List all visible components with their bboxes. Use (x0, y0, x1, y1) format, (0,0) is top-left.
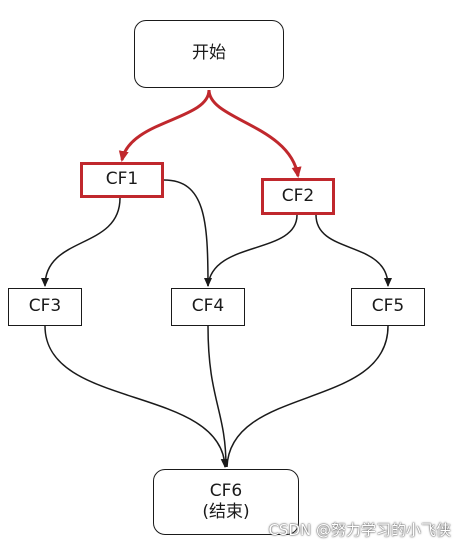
node-start-label: 开始 (192, 43, 226, 64)
edge-cf2-cf5 (315, 214, 392, 287)
node-cf5-label: CF5 (371, 296, 405, 317)
edge-cf3-cf6 (44, 325, 229, 468)
node-cf6-sublabel: (结束) (202, 502, 250, 522)
node-cf6: CF6 (结束) (153, 469, 299, 535)
node-cf4-label: CF4 (191, 296, 225, 317)
node-cf2-label: CF2 (281, 185, 315, 206)
edge-cf5-cf6 (226, 325, 389, 468)
edge-start-cf2 (207, 89, 302, 178)
edge-cf1-cf3 (41, 197, 121, 287)
node-cf1-label: CF1 (105, 169, 139, 190)
edge-cf2-cf4 (207, 214, 298, 287)
node-cf4: CF4 (171, 288, 245, 326)
node-cf1: CF1 (80, 162, 164, 198)
node-cf2: CF2 (261, 178, 335, 215)
watermark: CSDN @努力学习的小飞侠 (268, 521, 451, 539)
edge-cf4-cf6 (207, 325, 227, 468)
edge-cf1-cf4 (163, 179, 212, 287)
edge-start-cf1 (118, 89, 211, 162)
node-cf3-label: CF3 (28, 296, 62, 317)
node-cf6-label: CF6 (209, 480, 243, 501)
node-cf3: CF3 (8, 288, 82, 326)
node-start: 开始 (134, 20, 284, 88)
node-cf5: CF5 (351, 288, 425, 326)
